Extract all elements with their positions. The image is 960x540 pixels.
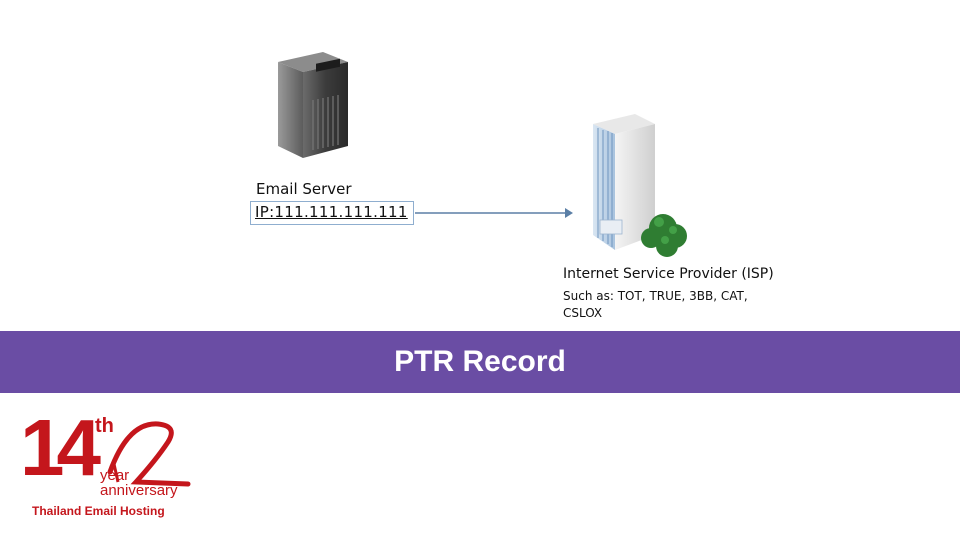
anniversary-logo-graphic (107, 421, 191, 487)
server-tower-icon (278, 52, 348, 158)
isp-examples-line-1: Such as: TOT, TRUE, 3BB, CAT, (563, 289, 748, 303)
office-building-icon (593, 114, 687, 257)
logo-year-text: year (100, 467, 130, 484)
ip-address-box (250, 201, 414, 225)
isp-examples-line-2: CSLOX (563, 306, 603, 320)
arrow-right-icon (415, 208, 573, 218)
logo-company-name: Thailand Email Hosting (32, 504, 165, 518)
isp-title: Internet Service Provider (ISP) (563, 266, 774, 282)
logo-number: 14 (20, 403, 101, 492)
ip-address-text: IP:111.111.111.111 (255, 203, 408, 221)
title-banner: PTR Record (0, 331, 960, 393)
logo-anniversary-text: anniversary (100, 482, 178, 499)
logo-suffix: th (95, 415, 114, 437)
email-server-label: Email Server (256, 180, 352, 198)
banner-title: PTR Record (394, 345, 566, 378)
